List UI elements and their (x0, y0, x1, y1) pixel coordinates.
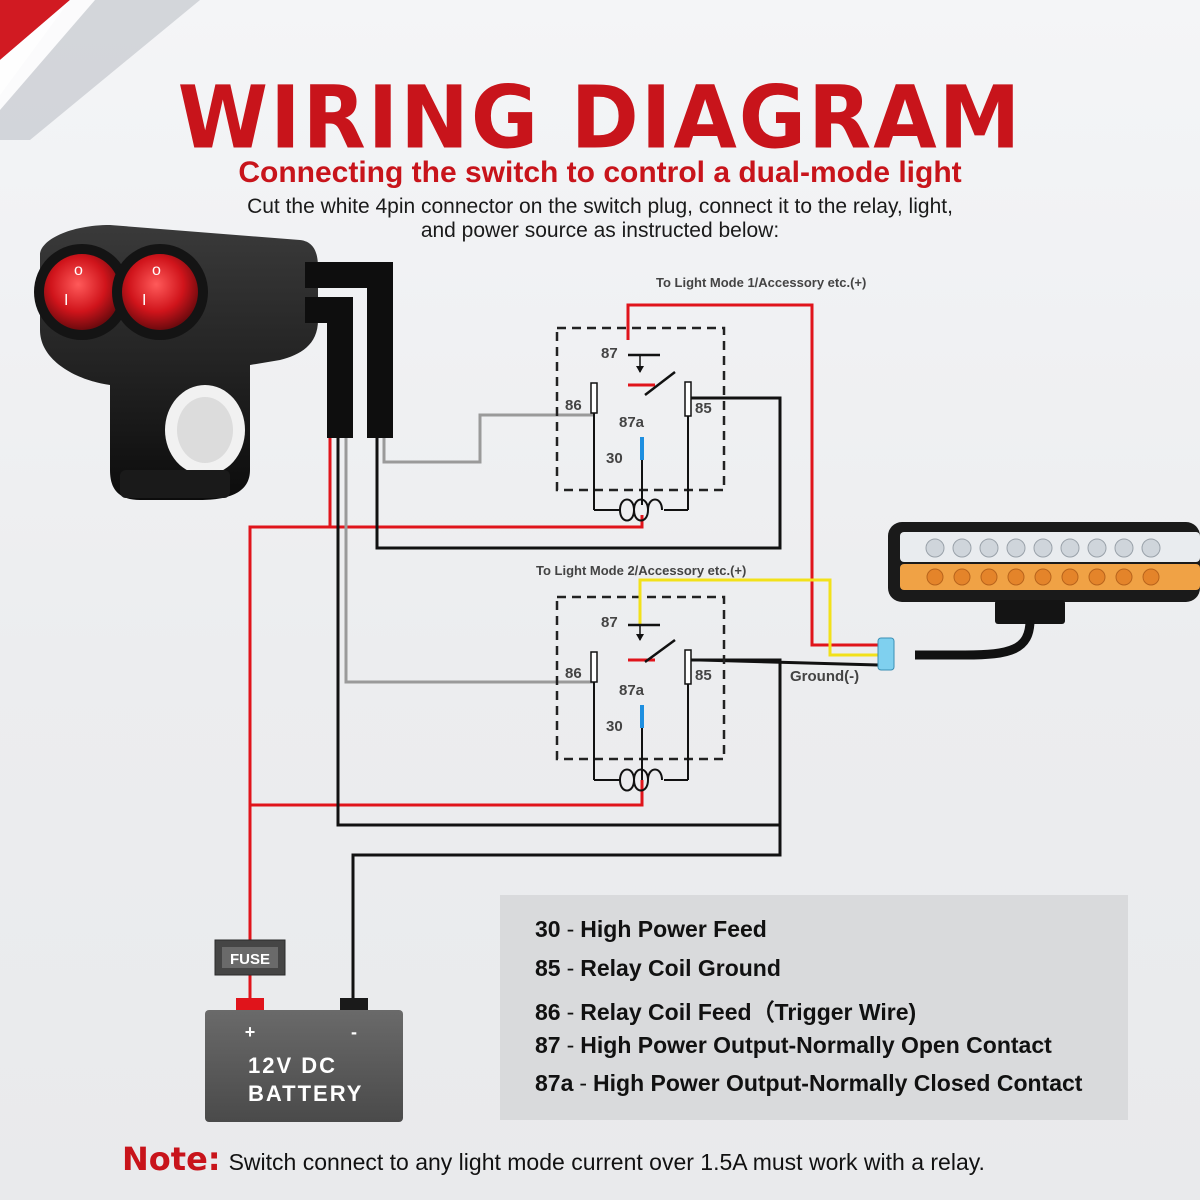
positive-sign: + (245, 1022, 256, 1042)
positive-terminal (236, 998, 264, 1012)
negative-sign: - (351, 1022, 357, 1042)
relay-2-pin-30: 30 (606, 718, 623, 735)
relay-2-pin-87a: 87a (619, 682, 645, 699)
relay-1-output-label: To Light Mode 1/Accessory etc.(+) (656, 275, 866, 290)
relay-2: 87 86 87a 85 30 To Light Mode 2/Accessor… (536, 563, 746, 792)
legend-item: 86-Relay Coil Feed（Trigger Wire) (535, 999, 917, 1025)
negative-terminal (340, 998, 368, 1012)
note-label: Note: (122, 1140, 221, 1178)
instructions-line-2: and power source as instructed below: (420, 219, 780, 242)
battery: FUSE + - 12V DC BATTERY (205, 939, 403, 1122)
rocker-switch-1 (44, 254, 120, 330)
legend-text: Relay Coil Feed（Trigger Wire) (580, 999, 917, 1025)
legend-item: 30-High Power Feed (535, 916, 767, 942)
battery-label: BATTERY (248, 1081, 363, 1106)
relay-2-pin-86: 86 (565, 665, 582, 682)
legend-text: Relay Coil Ground (580, 955, 781, 981)
relay-1: 87 86 87a 85 30 To Light Mode 1/Accessor… (555, 275, 866, 522)
svg-text:o: o (74, 262, 83, 279)
page-subtitle: Connecting the switch to control a dual-… (238, 156, 962, 189)
svg-text:I: I (142, 292, 146, 309)
relay-1-pin-85: 85 (695, 400, 712, 417)
legend-code: 86 (535, 999, 561, 1025)
butt-connectors (877, 637, 895, 671)
relay-1-pin-87a: 87a (619, 414, 645, 431)
switch-assembly: o I o I (34, 225, 393, 500)
note-text: Switch connect to any light mode current… (228, 1149, 985, 1175)
battery-voltage: 12V DC (248, 1053, 337, 1078)
legend-code: 87 (535, 1032, 561, 1058)
ground-label: Ground(-) (790, 668, 859, 685)
legend-item: 87-High Power Output-Normally Open Conta… (535, 1032, 1052, 1058)
page-title: WIRING DIAGRAM (177, 68, 1023, 169)
relay-1-pin-30: 30 (606, 450, 623, 467)
relay-2-output-label: To Light Mode 2/Accessory etc.(+) (536, 563, 746, 578)
rocker-switch-2 (122, 254, 198, 330)
instructions: Cut the white 4pin connector on the swit… (200, 195, 1000, 243)
legend-code: 30 (535, 916, 561, 942)
svg-text:o: o (152, 262, 161, 279)
relay-1-pin-87: 87 (601, 345, 618, 362)
relay-2-pin-87: 87 (601, 614, 618, 631)
pin-legend: 30-High Power Feed 85-Relay Coil Ground … (500, 895, 1128, 1120)
fuse-label: FUSE (230, 951, 270, 968)
legend-code: 85 (535, 955, 561, 981)
legend-text: High Power Output-Normally Closed Contac… (593, 1070, 1083, 1096)
instructions-line-1: Cut the white 4pin connector on the swit… (247, 195, 953, 218)
legend-item: 87a-High Power Output-Normally Closed Co… (535, 1070, 1083, 1096)
relay-2-pin-85: 85 (695, 667, 712, 684)
legend-code: 87a (535, 1070, 574, 1096)
note: Note: Switch connect to any light mode cu… (122, 1140, 1182, 1178)
corner-decoration (0, 0, 200, 140)
legend-text: High Power Output-Normally Open Contact (580, 1032, 1052, 1058)
led-light-bar: Ground(-) (790, 522, 1200, 685)
relay-1-pin-86: 86 (565, 397, 582, 414)
svg-text:I: I (64, 292, 68, 309)
legend-item: 85-Relay Coil Ground (535, 955, 781, 981)
legend-text: High Power Feed (580, 916, 767, 942)
